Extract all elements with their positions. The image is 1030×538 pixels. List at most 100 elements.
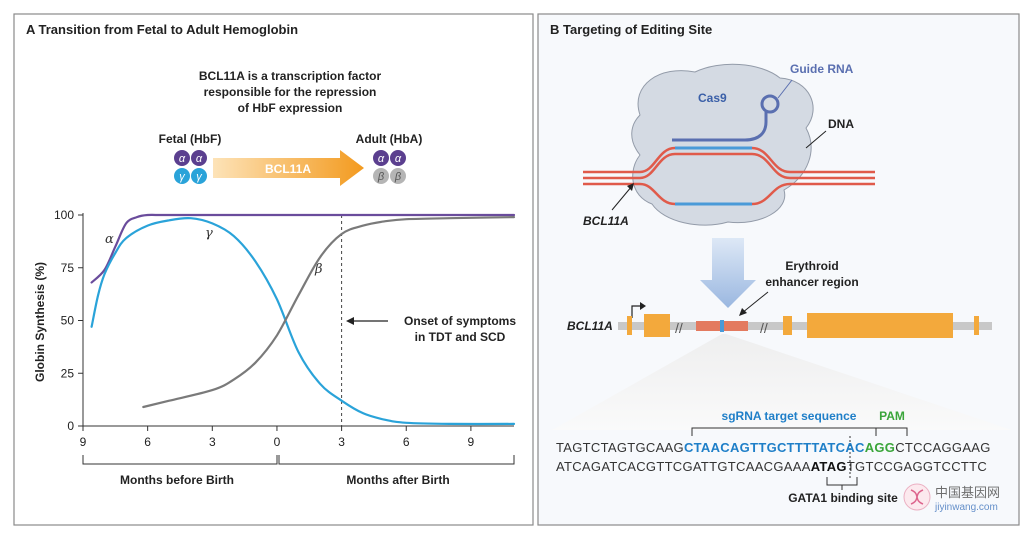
x-tick-label: 9 (468, 435, 475, 449)
y-axis-label: Globin Synthesis (%) (33, 262, 47, 382)
dna-label: DNA (828, 117, 854, 131)
enhancer-label-line-1: Erythroid (785, 259, 838, 273)
sequence-annotations: sgRNA target sequence PAM (691, 409, 908, 480)
gene-break-mark: // (760, 320, 768, 336)
x-tick-label: 3 (209, 435, 216, 449)
bcl11a-arrow: BCL11A (213, 150, 364, 186)
fetal-hemoglobin-icon: α α γ γ (174, 150, 207, 184)
bcl11a-top-arrowhead (627, 183, 634, 191)
alpha-symbol: α (196, 153, 203, 165)
watermark: 中国基因网 jiyinwang.com (903, 483, 1000, 513)
x-group-after-birth: Months after Birth (346, 473, 449, 487)
panel-b: B Targeting of Editing Site Cas9 Guide R… (537, 13, 1020, 526)
panel-a-desc-line-3: of HbF expression (238, 101, 343, 115)
exon (807, 313, 953, 338)
panel-a: A Transition from Fetal to Adult Hemoglo… (13, 13, 534, 526)
adult-hba-label: Adult (HbA) (356, 132, 423, 146)
sgrna-target-label: sgRNA target sequence (722, 409, 857, 423)
alpha-subunit (390, 150, 406, 166)
series-label-beta: β (314, 262, 323, 277)
series-line-gamma (90, 216, 516, 426)
zoom-down-arrow (700, 238, 756, 308)
y-tick-label: 100 (54, 208, 74, 222)
panel-a-frame (13, 13, 534, 526)
series-line-alpha (90, 213, 516, 284)
enhancer-pointer (741, 291, 769, 314)
onset-label-line-1: Onset of symptoms (404, 314, 516, 328)
onset-label-line-2: in TDT and SCD (415, 330, 506, 344)
seq-bottom-suffix: TGTCCGAGGTCCTTC (847, 459, 987, 474)
alpha-symbol: α (179, 153, 186, 165)
alpha-symbol: α (378, 153, 385, 165)
x-group-brackets: Months before Birth Months after Birth (82, 455, 515, 487)
y-tick-label: 75 (61, 261, 75, 275)
exon (627, 316, 632, 335)
cas9-label: Cas9 (698, 91, 727, 105)
guide-rna-pointer (777, 79, 793, 99)
dna-strands: DNA BCL11A (583, 117, 875, 228)
y-tick-label: 25 (61, 366, 75, 380)
bracket-before-birth (82, 455, 278, 465)
y-tick-label: 50 (61, 314, 75, 328)
zoom-fan (552, 334, 1012, 430)
series-label-alpha: α (105, 232, 114, 247)
x-tick-label: 0 (274, 435, 281, 449)
seq-bottom-prefix: ATCAGATCACGTTCGATTGTCAACGAAA (556, 459, 811, 474)
edit-site-mark (720, 320, 724, 332)
bcl11a-arrow-label: BCL11A (265, 162, 311, 176)
adult-hemoglobin-icon: α α β β (373, 150, 406, 184)
cas9-protein-shape (631, 63, 814, 226)
exon (783, 316, 792, 335)
series-label-gamma: γ (205, 226, 213, 241)
seq-bottom-gata: ATAG (811, 459, 847, 474)
x-tick-label: 3 (338, 435, 345, 449)
x-tick-label: 6 (144, 435, 151, 449)
beta-subunit (390, 168, 406, 184)
watermark-url: jiyinwang.com (934, 502, 998, 513)
bcl11a-top-label: BCL11A (583, 214, 629, 228)
series-line-beta (142, 216, 516, 409)
guide-rna: Guide RNA (672, 62, 854, 142)
y-tick-label: 0 (67, 419, 74, 433)
bracket-after-birth (278, 455, 515, 465)
gamma-subunit (191, 168, 207, 184)
pam-label: PAM (879, 409, 905, 423)
exon (974, 316, 979, 335)
seq-top-pam: AGG (865, 440, 896, 455)
x-group-before-birth: Months before Birth (120, 473, 234, 487)
bcl11a-top-pointer (611, 185, 633, 211)
cas9-complex: Cas9 (631, 63, 814, 226)
alpha-subunit (191, 150, 207, 166)
onset-annotation: Onset of symptoms in TDT and SCD (346, 314, 516, 344)
alpha-subunit (373, 150, 389, 166)
alpha-symbol: α (395, 153, 402, 165)
dna-pointer (805, 130, 827, 149)
beta-symbol: β (377, 171, 385, 183)
gamma-symbol: γ (196, 171, 203, 183)
beta-symbol: β (394, 171, 402, 183)
x-tick-label: 6 (403, 435, 410, 449)
bcl11a-arrow-shape (213, 150, 364, 186)
guide-rna-strand (672, 112, 768, 142)
gata1-label: GATA1 binding site (788, 491, 898, 505)
seq-top-target: CTAACAGTTGCTTTTATCAC (684, 440, 865, 455)
gene-break-mark: // (675, 320, 683, 336)
panel-a-desc-line-2: responsible for the repression (204, 85, 377, 99)
pam-bracket (875, 427, 908, 436)
guide-rna-label: Guide RNA (790, 62, 854, 76)
watermark-cn: 中国基因网 (935, 485, 1000, 500)
exon (644, 314, 670, 337)
bcl11a-gene-label: BCL11A (567, 319, 613, 333)
dna-strand-top-2 (583, 152, 875, 180)
panel-a-title: A Transition from Fetal to Adult Hemoglo… (26, 22, 298, 37)
gene-backbone (618, 322, 992, 330)
watermark-helix (910, 489, 924, 505)
seq-top-suffix: CTCCAGGAAG (895, 440, 990, 455)
sequence-top: TAGTCTAGTGCAAGCTAACAGTTGCTTTTATCACAGGCTC… (556, 440, 991, 455)
transcription-start-arrowhead (640, 302, 646, 310)
enhancer-label-line-2: enhancer region (765, 275, 858, 289)
panel-b-title: B Targeting of Editing Site (550, 22, 712, 37)
alpha-subunit (174, 150, 190, 166)
